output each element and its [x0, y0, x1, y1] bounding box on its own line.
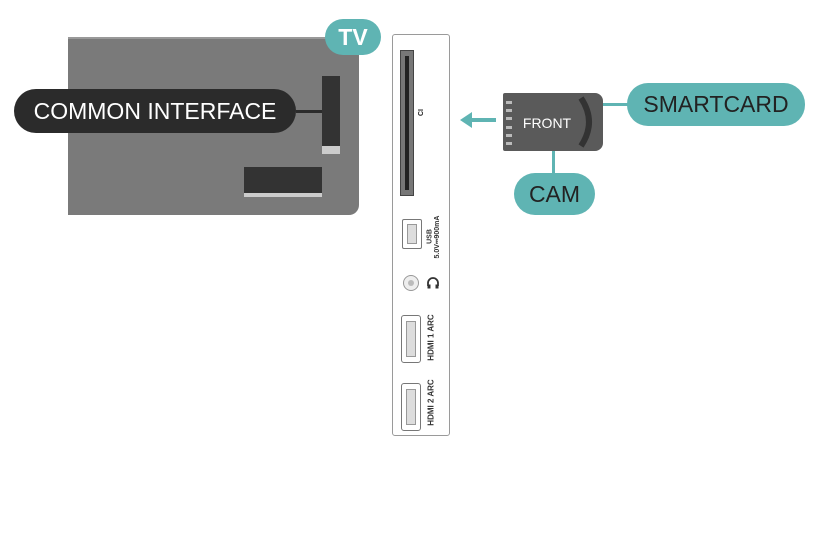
tv-port-dark — [244, 167, 322, 193]
cam-pins — [506, 101, 512, 145]
arrow-left-icon — [460, 112, 496, 128]
tv-ci-slot-edge — [322, 146, 340, 154]
hdmi2-label: HDMI 2 ARC — [426, 379, 436, 426]
tv-ci-slot-dark — [322, 76, 340, 148]
smartcard-slot-curve — [578, 96, 592, 148]
ci-slot-label: CI — [418, 109, 425, 116]
cam-leader-line — [552, 151, 555, 174]
cam-label: CAM — [514, 173, 595, 215]
hdmi1-label: HDMI 1 ARC — [426, 314, 436, 361]
usb-port-inner — [407, 224, 417, 244]
hdmi2-port-inner — [406, 389, 416, 425]
hdmi1-port-inner — [406, 321, 416, 357]
headphone-jack-inner — [408, 280, 414, 286]
tv-badge: TV — [325, 19, 381, 55]
headphone-icon — [427, 277, 439, 289]
smartcard-label: SMARTCARD — [627, 83, 805, 126]
common-interface-label: COMMON INTERFACE — [14, 89, 296, 133]
usb-rating-label: 5.0V⎓900mA — [434, 215, 441, 259]
smartcard-leader-line — [603, 103, 629, 106]
tv-port-edge — [244, 193, 322, 197]
cam-front-label: FRONT — [522, 115, 572, 131]
ci-slot-opening — [405, 56, 409, 190]
common-interface-leader-line — [296, 110, 322, 113]
tv-back-edge — [68, 37, 359, 39]
usb-label: USB — [426, 229, 434, 244]
